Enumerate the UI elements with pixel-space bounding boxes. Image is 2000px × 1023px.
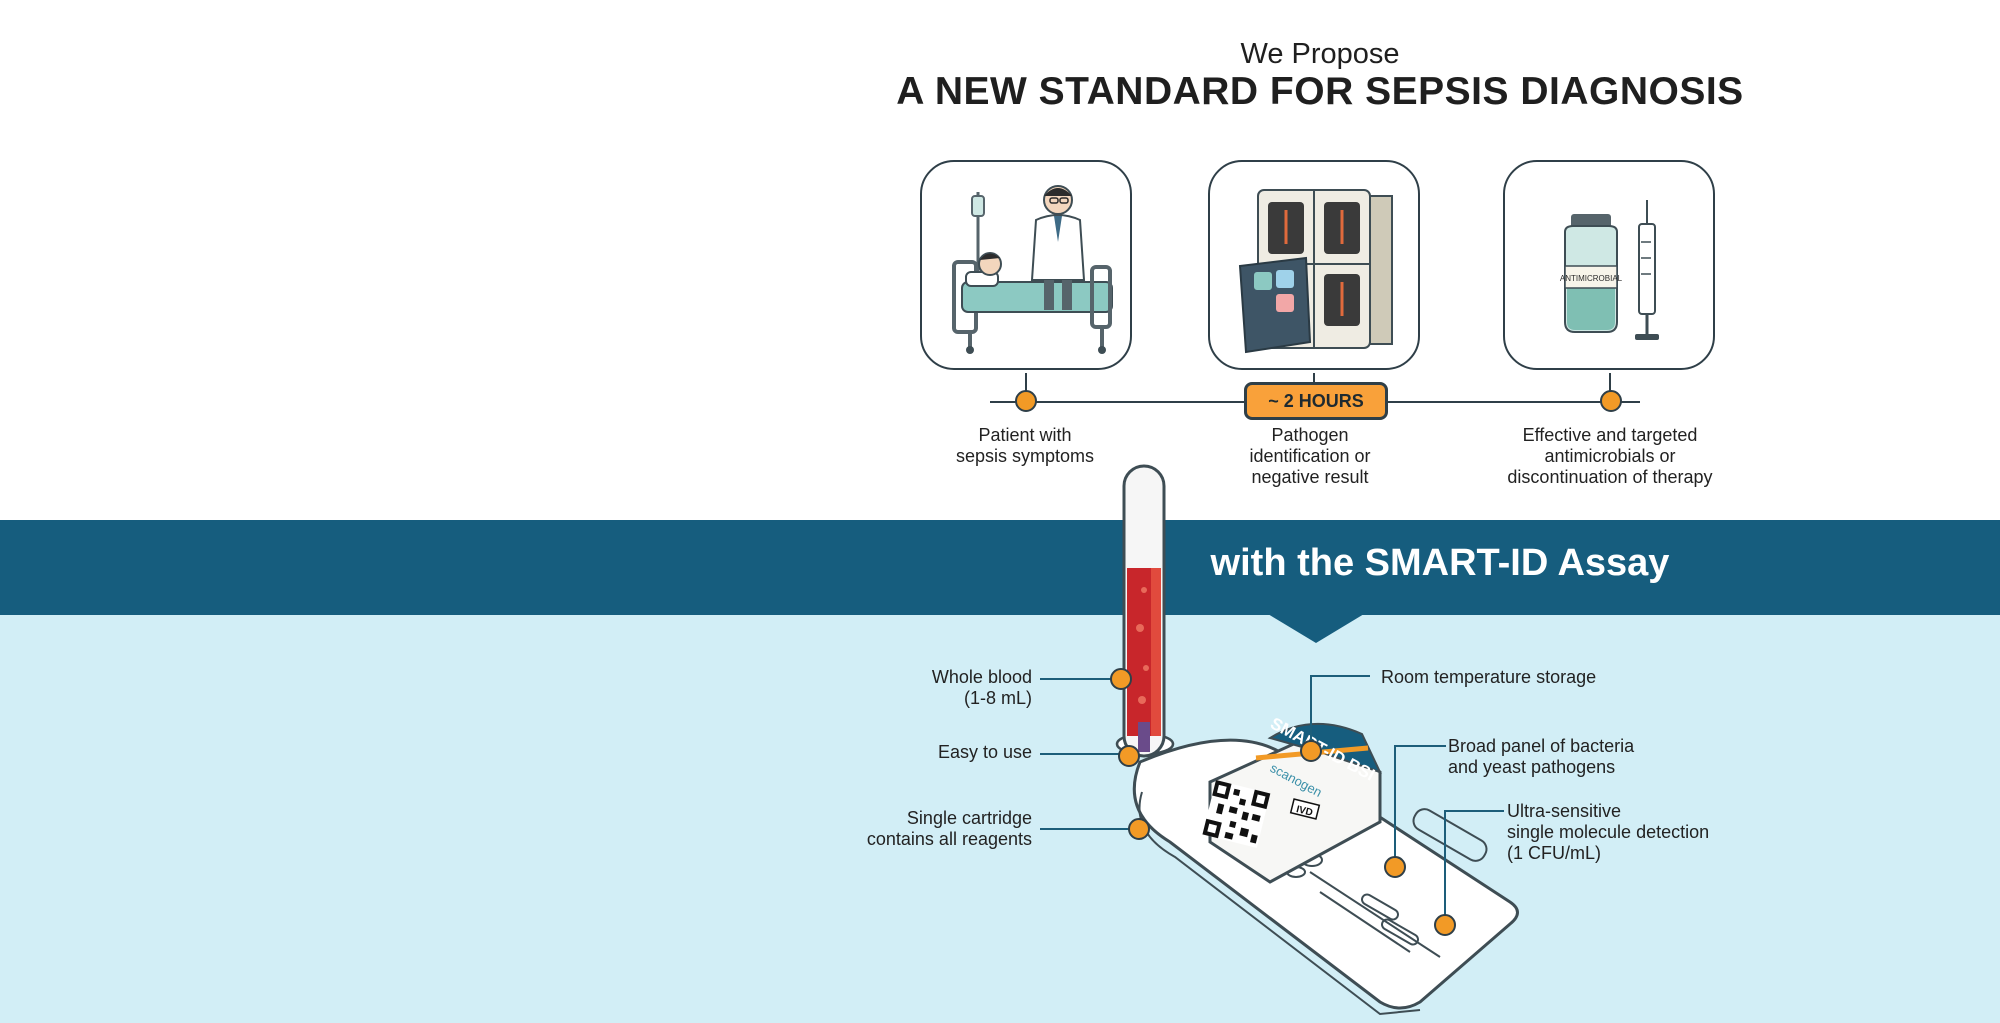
- assay-panel-background: [0, 615, 2000, 1023]
- duration-badge: ~ 2 HOURS: [1244, 382, 1388, 420]
- callout-line: [1040, 678, 1120, 680]
- callout-dot-sensitivity: [1434, 914, 1456, 936]
- vial-label: ANTIMICROBIAL: [1560, 274, 1623, 283]
- step-card-therapy: ANTIMICROBIAL: [1503, 160, 1715, 370]
- step-label-pathogen: Pathogen identification or negative resu…: [1249, 425, 1371, 487]
- banner-pointer: [1268, 614, 1364, 643]
- timeline-tick: [1025, 373, 1027, 395]
- step-label-therapy: Effective and targeted antimicrobials or…: [1507, 425, 1713, 487]
- callout-broad-panel: Broad panel of bacteria and yeast pathog…: [1448, 736, 1635, 777]
- diagnostic-instrument-icon: [1238, 189, 1393, 354]
- callout-dot-blood: [1110, 668, 1132, 690]
- timeline-dot-therapy: [1600, 390, 1622, 412]
- cartridge-illustration: SMART-ID BSI scanogen IVD: [1115, 464, 1519, 1016]
- step-card-instrument: [1208, 160, 1420, 370]
- callout-line: [1040, 753, 1130, 755]
- antimicrobial-vial-icon: ANTIMICROBIAL: [1560, 200, 1659, 340]
- callout-room-temperature: Room temperature storage: [1381, 667, 1597, 687]
- callout-line: [1394, 745, 1396, 865]
- callout-dot-storage: [1300, 740, 1322, 762]
- callout-ultra-sensitive: Ultra-sensitive single molecule detectio…: [1507, 801, 1710, 863]
- step-card-patient: [920, 160, 1132, 370]
- callout-easy-to-use: Easy to use: [937, 742, 1032, 762]
- ivd-mark: IVD: [1295, 804, 1314, 819]
- callout-line: [1310, 675, 1370, 677]
- page-title: A NEW STANDARD FOR SEPSIS DIAGNOSIS: [896, 70, 1744, 113]
- callout-whole-blood: Whole blood (1-8 mL): [931, 667, 1032, 708]
- assay-title: with the SMART-ID Assay: [1210, 542, 1670, 584]
- callout-line: [1040, 828, 1140, 830]
- callout-line: [1310, 675, 1312, 747]
- step-label-patient: Patient with sepsis symptoms: [955, 425, 1095, 466]
- callout-line: [1444, 810, 1504, 812]
- callout-dot-cartridge: [1128, 818, 1150, 840]
- callout-single-cartridge: Single cartridge contains all reagents: [866, 808, 1032, 849]
- callout-line: [1394, 745, 1446, 747]
- assay-banner: [0, 520, 2000, 615]
- timeline-dot-patient: [1015, 390, 1037, 412]
- eyebrow-title: We Propose: [1240, 38, 1400, 70]
- callout-line: [1444, 810, 1446, 920]
- callout-dot-easy: [1118, 745, 1140, 767]
- callout-dot-panel: [1384, 856, 1406, 878]
- timeline-tick: [1609, 373, 1611, 395]
- patient-and-doctor-icon: [952, 185, 1113, 354]
- qr-code-icon: [1202, 780, 1271, 848]
